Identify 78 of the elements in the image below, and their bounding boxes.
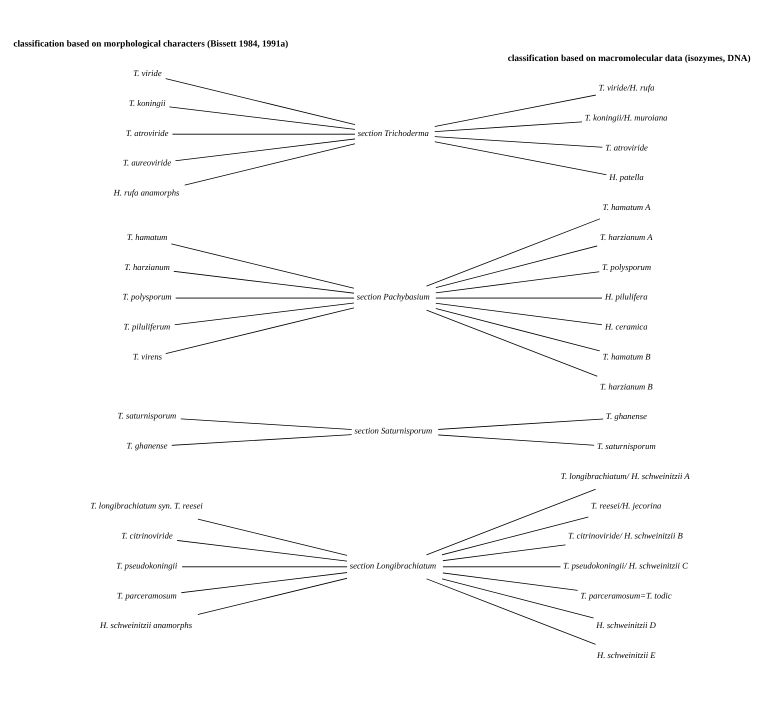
node-text: T. hamatum B: [602, 351, 651, 362]
node-text: T. parceramosum: [116, 590, 177, 600]
node-text: T. parceramosum=T. todic: [580, 590, 672, 600]
connector: [435, 308, 600, 352]
node-text: T. atroviride: [605, 142, 648, 152]
node-text: T. koningii/H. muroiana: [584, 112, 668, 123]
node-text: T. longibrachiatum syn. T. reesei: [90, 500, 203, 511]
node-text: H. rufa anamorphs: [114, 187, 180, 198]
node-text: T. atroviride: [126, 128, 168, 138]
node-text: H. schweinitzii anamorphs: [100, 620, 192, 630]
node-text: H. patella: [609, 172, 644, 182]
connector: [197, 578, 348, 615]
node-text: H. schweinitzii D: [596, 620, 656, 630]
connector: [174, 302, 354, 326]
node-text: T. polysporum: [122, 292, 172, 302]
connector: [426, 578, 596, 645]
connector: [442, 544, 566, 562]
node-text: H. schweinitzii E: [596, 650, 656, 660]
connector: [435, 271, 600, 294]
node-text: T. saturnisporum: [596, 440, 656, 451]
connector: [442, 516, 589, 556]
node-text: T. piluliferum: [124, 322, 170, 332]
node-text: T. pseudokoningii/ H. schweinitzii C: [563, 560, 688, 570]
connector: [172, 134, 356, 135]
node-text: H. pilulifera: [604, 292, 648, 302]
node-text: T. koningii: [128, 98, 166, 108]
connector: [180, 418, 352, 430]
label: classification based on morphological characters (Bissett 1984, 1991a): [13, 39, 288, 50]
node-text: H. ceramica: [604, 322, 648, 332]
connector: [426, 310, 598, 377]
node-text: T. hamatum A: [602, 202, 650, 212]
connector: [426, 218, 600, 286]
node-text: section Pachybasium: [356, 292, 430, 302]
connector: [434, 94, 596, 127]
connector: [435, 246, 598, 288]
connector: [434, 121, 582, 132]
node-text: T. citrinoviride: [121, 530, 173, 541]
connector: [184, 143, 356, 186]
node-text: section Trichoderma: [358, 128, 429, 138]
node-text: T. harzianum B: [600, 381, 653, 392]
node-text: T. reesei/H. jecorina: [591, 500, 662, 511]
node-text: T. virens: [132, 351, 162, 362]
connector: [171, 434, 352, 446]
connector: [165, 307, 354, 354]
connector: [434, 136, 603, 148]
node-text: section Saturnisporum: [354, 426, 432, 436]
node-text: T. ghanense: [126, 440, 168, 450]
connector: [180, 572, 348, 594]
connector: [170, 244, 354, 289]
connector: [173, 270, 354, 294]
connector: [165, 78, 356, 126]
connector: [442, 572, 578, 591]
connector: [434, 141, 607, 176]
node-text: T. ghanense: [606, 411, 647, 422]
node-text: T. saturnisporum: [118, 410, 176, 420]
connector: [438, 418, 604, 430]
node-text: T. viride/H. rufa: [598, 82, 654, 93]
node-text: T. longibrachiatum/ H. schweinitzii A: [560, 470, 690, 481]
connector: [197, 518, 348, 556]
node-text: T. polysporum: [602, 262, 652, 272]
connector: [426, 488, 596, 556]
node-text: T. hamatum: [126, 232, 168, 242]
node-text: T. aureoviride: [122, 158, 172, 168]
node-text: T. citrinoviride/ H. schweinitzii B: [568, 530, 683, 541]
connector: [182, 566, 348, 568]
node-text: T. harzianum: [124, 262, 170, 272]
connector: [176, 540, 348, 562]
node-text: T. viride: [133, 68, 162, 78]
connector: [442, 566, 561, 568]
connector: [435, 302, 602, 326]
node-text: T. harzianum A: [600, 232, 653, 242]
node-text: T. pseudokoningii: [116, 560, 178, 570]
connector: [168, 106, 356, 130]
label: classification based on macromolecular data (isozymes, DNA): [508, 54, 751, 64]
connector: [175, 138, 356, 162]
node-text: section Longibrachiatum: [350, 560, 436, 570]
connector: [438, 434, 595, 446]
connector: [442, 578, 594, 618]
